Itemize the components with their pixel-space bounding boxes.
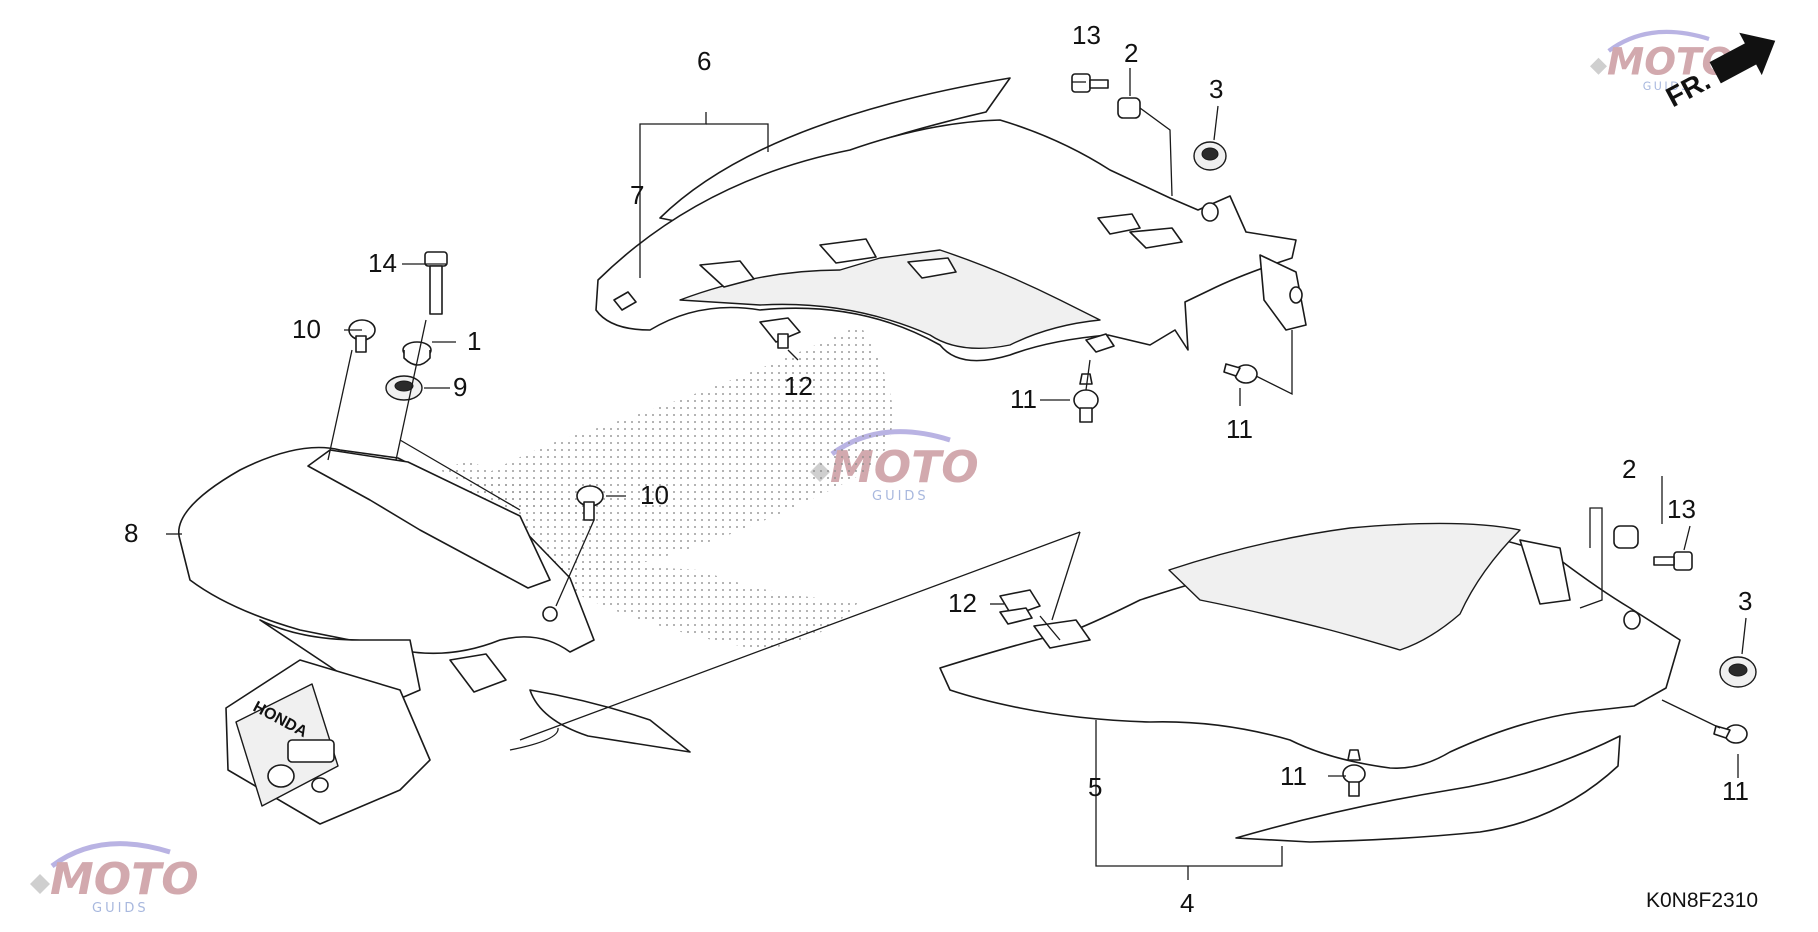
collar-2-top: [1117, 97, 1141, 119]
clip-12-bottom: [999, 589, 1041, 625]
bolt-14: [424, 251, 448, 315]
screw-10-top: [348, 319, 376, 353]
rear-fender-part-8: [178, 446, 691, 825]
callout-10-mid: 10: [640, 480, 669, 510]
diagram-code: K0N8F2310: [1646, 889, 1758, 912]
callout-11-d: 11: [1722, 776, 1749, 806]
bolt-13-top: [1071, 73, 1109, 93]
callout-2-top: 2: [1124, 38, 1138, 68]
callout-13-top: 13: [1072, 20, 1101, 50]
callout-10-top: 10: [292, 314, 321, 344]
callout-4: 4: [1180, 888, 1194, 918]
leader-lines: [166, 68, 1747, 880]
callout-labels: 6 7 13 2 3 14 10 1 9 12 11 11 10 8 2 13 …: [124, 20, 1752, 918]
upper-cowl-part-6-7: [595, 77, 1307, 362]
clip-11-b: [1223, 363, 1258, 384]
callout-11-c: 11: [1280, 761, 1307, 791]
clip-12-top: [759, 317, 801, 349]
grommet-3-right: [1719, 656, 1757, 688]
callout-14: 14: [368, 248, 397, 278]
collar-2-right: [1613, 525, 1639, 549]
callout-3-right: 3: [1738, 586, 1752, 616]
callout-13-right: 13: [1667, 494, 1696, 524]
collar-1: [402, 341, 432, 366]
callout-11-a: 11: [1010, 384, 1037, 414]
callout-5: 5: [1088, 772, 1102, 802]
callout-3-top: 3: [1209, 74, 1223, 104]
callout-6: 6: [697, 46, 711, 76]
clip-11-c: [1342, 749, 1366, 797]
bolt-13-right: [1653, 551, 1693, 571]
clip-11-d: [1713, 724, 1748, 744]
callout-12-top: 12: [784, 371, 813, 401]
callout-8: 8: [124, 518, 138, 548]
callout-12-bottom: 12: [948, 588, 977, 618]
callout-9: 9: [453, 372, 467, 402]
callout-2-right: 2: [1622, 454, 1636, 484]
screw-10-mid: [576, 485, 604, 521]
wing-logo-background: [420, 325, 893, 650]
clip-11-a: [1073, 373, 1099, 423]
grommet-9: [385, 375, 423, 401]
side-cover-part-4-5: [939, 522, 1681, 843]
callout-7: 7: [630, 180, 644, 210]
callout-11-b: 11: [1226, 414, 1253, 444]
callout-1: 1: [467, 326, 481, 356]
watermark-bottom-left: [30, 844, 199, 916]
grommet-3-top: [1193, 141, 1227, 171]
